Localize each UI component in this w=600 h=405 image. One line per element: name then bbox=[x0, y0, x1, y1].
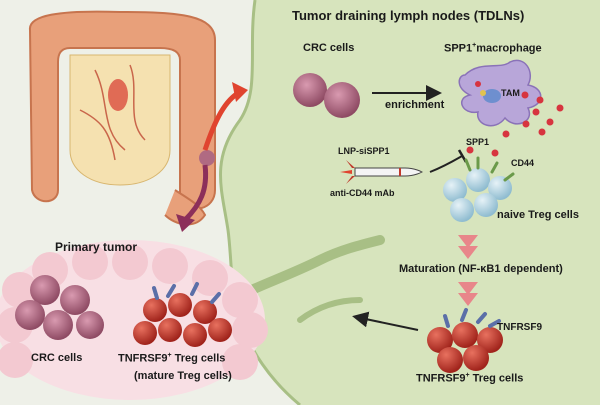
primary-tumor-tissue bbox=[0, 240, 268, 400]
tdln-tnfrsf9-treg-cells bbox=[427, 308, 503, 373]
primary-crc-cells bbox=[15, 275, 104, 340]
primary-tumor-label: Primary tumor bbox=[55, 240, 138, 254]
inhibition-arrow bbox=[429, 155, 463, 173]
primary-treg-label: TNFRSF9+ Treg cells bbox=[118, 352, 226, 365]
spp1-label: SPP1 bbox=[466, 137, 490, 147]
tdln-crc-cells bbox=[293, 73, 360, 118]
cd44-label: CD44 bbox=[511, 158, 535, 168]
mature-treg-label: (mature Treg cells) bbox=[134, 370, 232, 382]
anti-cd44-label: anti-CD44 mAb bbox=[330, 188, 395, 198]
lymph-node-region bbox=[220, 0, 600, 405]
macrophage-label: SPP1+macrophage bbox=[444, 42, 542, 55]
maturation-chevrons bbox=[458, 235, 478, 306]
tdln-treg-label: TNFRSF9+ Treg cells bbox=[416, 372, 524, 385]
migration-arrow bbox=[352, 311, 419, 331]
lnp-rocket bbox=[340, 160, 424, 184]
tdln-title: Tumor draining lymph nodes (TDLNs) bbox=[292, 8, 525, 23]
lnp-label: LNP-siSPP1 bbox=[338, 146, 390, 156]
primary-tumor-arrow bbox=[183, 164, 209, 222]
spp1-molecules bbox=[466, 81, 564, 157]
maturation-label: Maturation (NF-κB1 dependent) bbox=[399, 263, 563, 275]
enrichment-label: enrichment bbox=[385, 99, 445, 111]
colon-illustration bbox=[28, 10, 216, 226]
naive-treg-cells bbox=[443, 156, 515, 222]
tam-macrophage bbox=[458, 59, 542, 127]
tdln-crc-cells-label: CRC cells bbox=[303, 42, 355, 54]
primary-crc-cells-label: CRC cells bbox=[31, 352, 83, 364]
tam-label: TAM bbox=[501, 88, 520, 98]
tnfrsf9-label: TNFRSF9 bbox=[497, 322, 542, 333]
primary-treg-cells bbox=[133, 282, 232, 347]
naive-treg-label: naive Treg cells bbox=[497, 209, 579, 221]
lymph-vessel-branch bbox=[297, 297, 363, 323]
